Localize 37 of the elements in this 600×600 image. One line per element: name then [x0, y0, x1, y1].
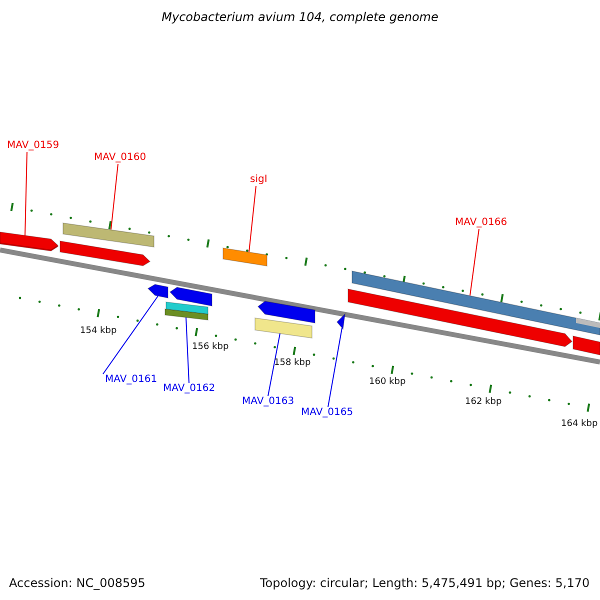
scale-label: 164 kbp [561, 418, 598, 430]
leader-line [24, 152, 28, 236]
leader-line [186, 317, 190, 384]
leader-line [248, 186, 256, 252]
leader-line [110, 164, 118, 230]
gene-label: MAV_0159 [7, 140, 60, 152]
scale-label: 154 kbp [80, 325, 117, 337]
scale-label: 160 kbp [369, 376, 406, 388]
gene-segment [147, 284, 168, 298]
scale-label: 158 kbp [274, 357, 311, 369]
gene-bar [62, 222, 154, 248]
gene-label: MAV_0162 [163, 383, 216, 395]
gene-label: MAV_0160 [94, 152, 146, 164]
gene-label: MAV_0165 [301, 407, 354, 419]
accession-text: Accession: NC_008595 [9, 576, 146, 591]
gene-label: MAV_0163 [242, 396, 294, 408]
gene-bar [254, 318, 312, 338]
leader-line [268, 333, 280, 396]
gene-segment [60, 240, 151, 266]
scale-label: 162 kbp [465, 396, 502, 408]
gene-segment [0, 232, 59, 250]
gene-label: MAV_0161 [105, 374, 158, 386]
gene-bar [166, 302, 208, 314]
gene-segment [572, 336, 600, 356]
gene-segment [257, 300, 316, 324]
gene-label: MAV_0166 [455, 217, 508, 229]
gene-bar [352, 270, 600, 336]
gene-segment [348, 288, 573, 348]
gene-label: sigI [250, 174, 268, 186]
gene-bar [164, 308, 208, 320]
gene-bar [222, 248, 268, 266]
gene-segment [336, 312, 346, 330]
genome-summary-text: Topology: circular; Length: 5,475,491 bp; Genes: 5,170 [260, 576, 590, 591]
title: Mycobacterium avium 104, complete genome [160, 11, 440, 23]
leader-line [102, 296, 158, 374]
leader-line [328, 328, 342, 408]
scale-label: 156 kbp [192, 341, 229, 353]
